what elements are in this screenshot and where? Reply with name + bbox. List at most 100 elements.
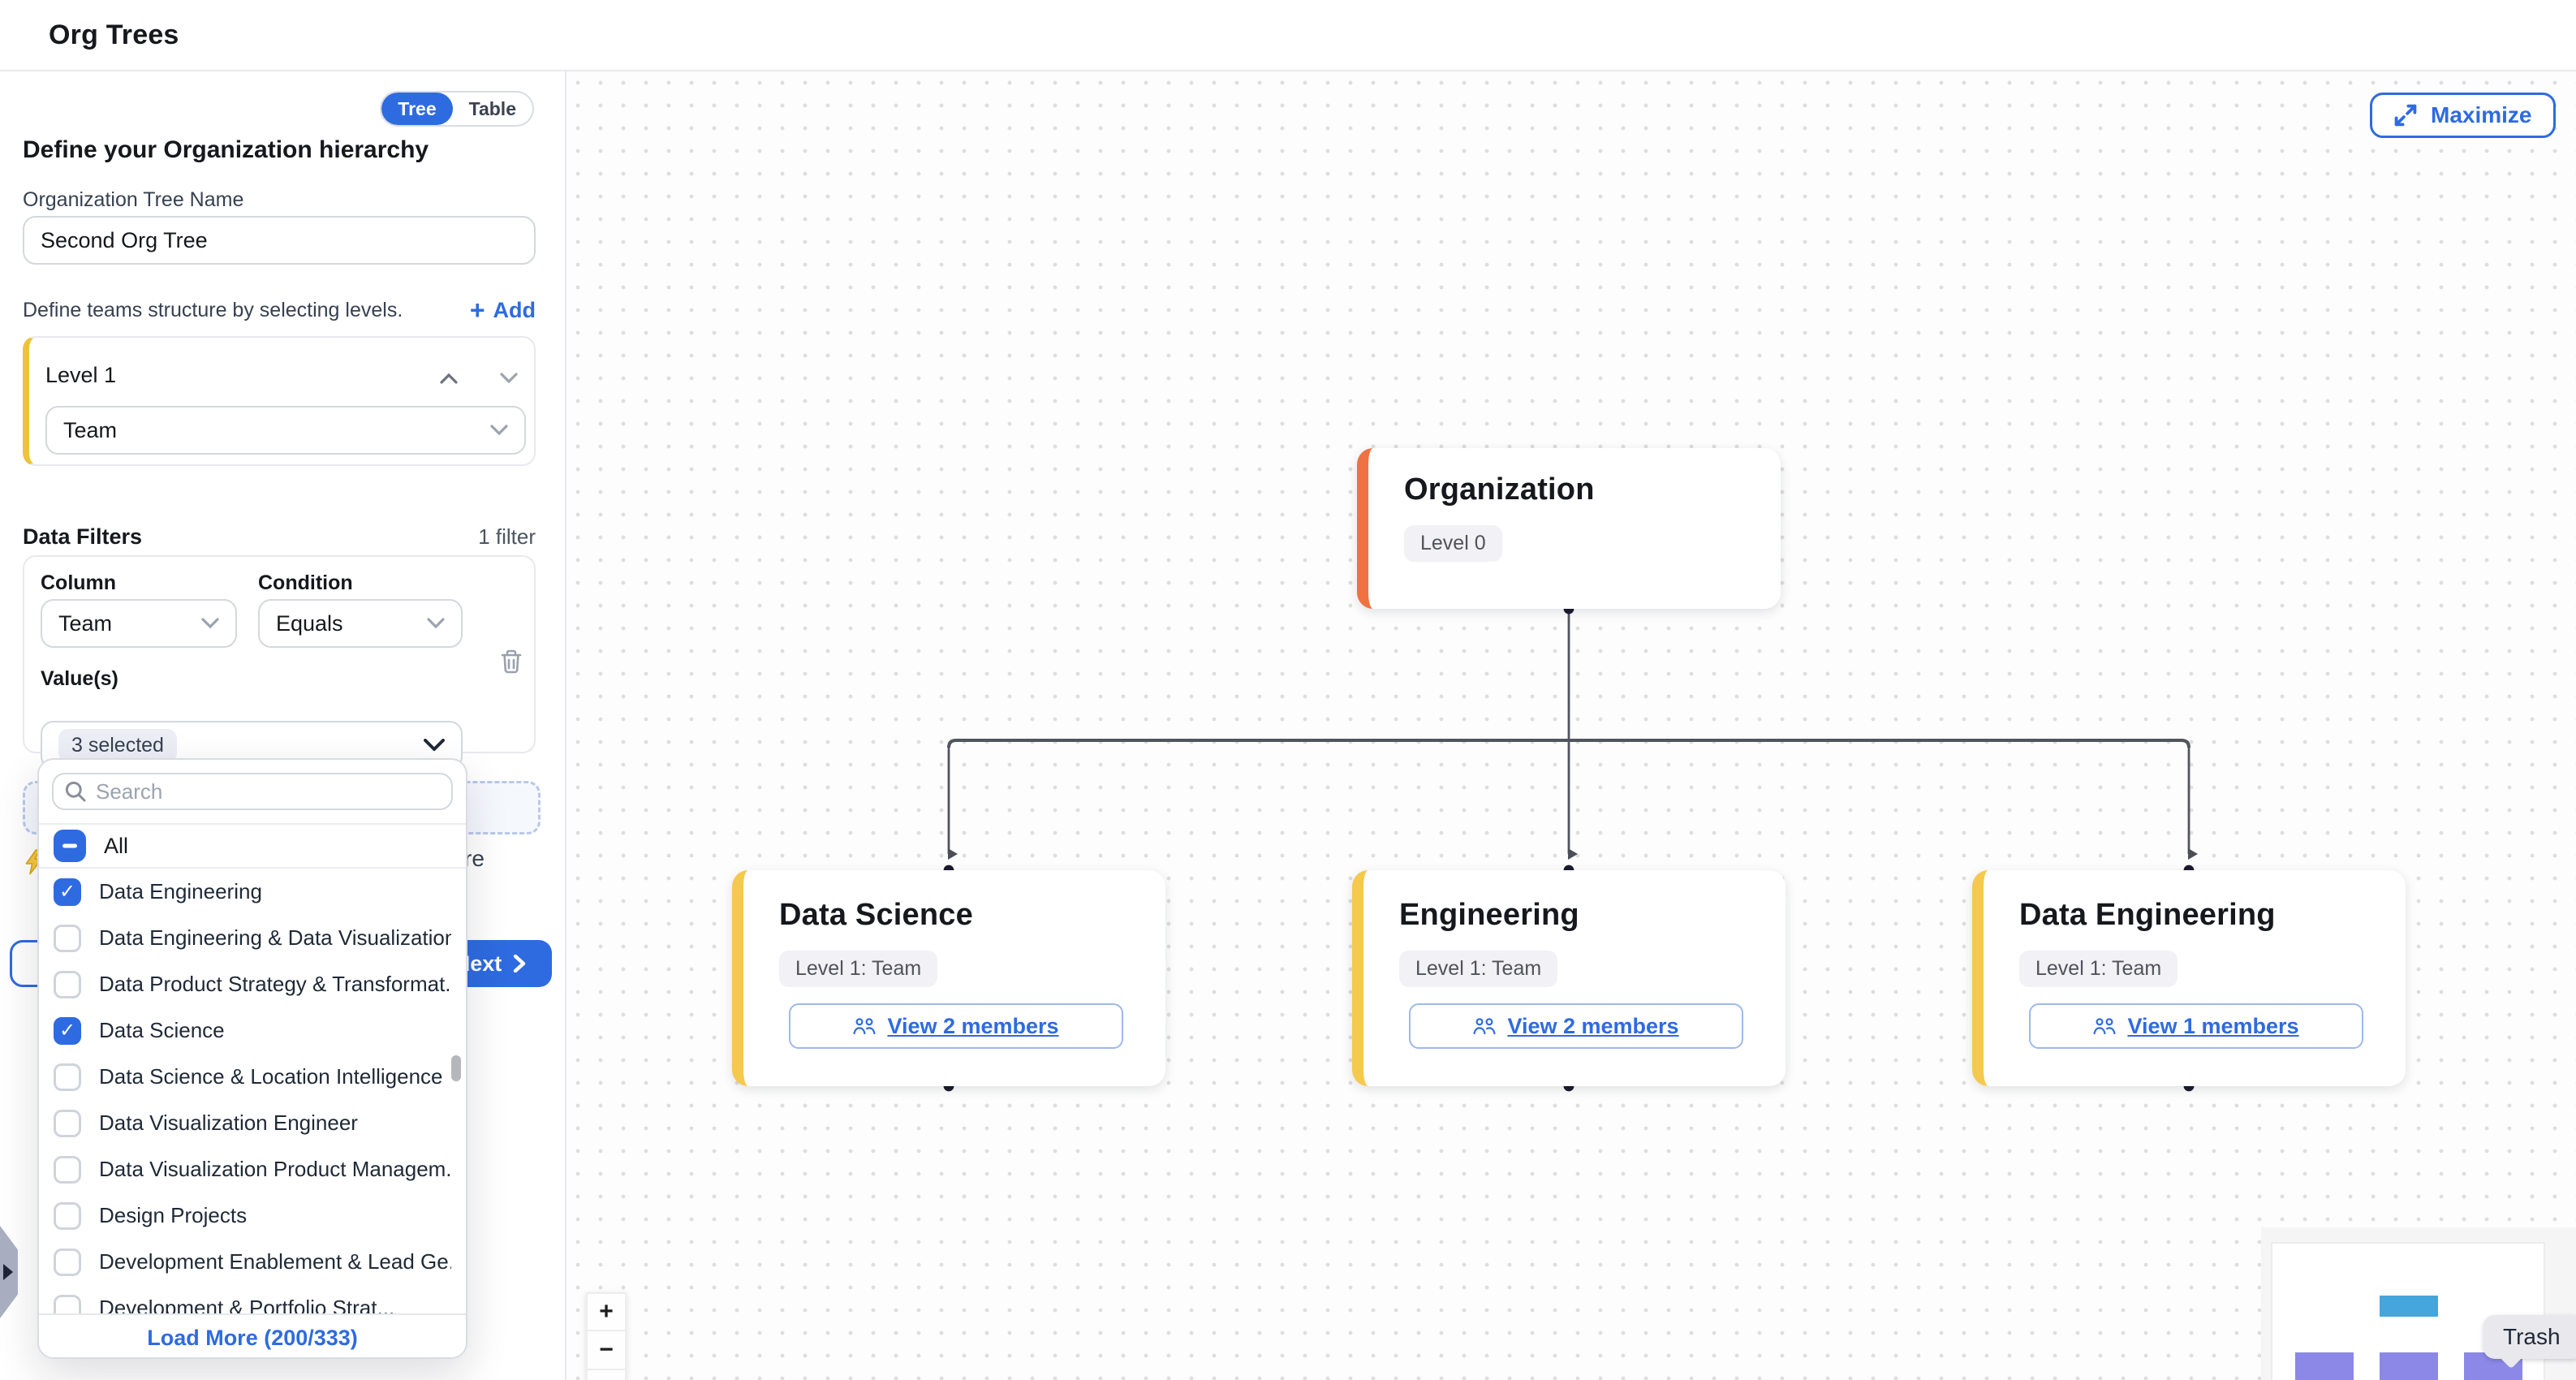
org-chart-canvas[interactable]: Organization Level 0 Data Science Level … xyxy=(566,71,2576,1380)
maximize-button[interactable]: Maximize xyxy=(2370,93,2556,138)
minimap-root-node xyxy=(2380,1296,2438,1317)
dropdown-search[interactable] xyxy=(52,773,453,810)
minimap[interactable] xyxy=(2261,1227,2576,1380)
trash-tooltip: Trash xyxy=(2483,1315,2576,1369)
app-header: Org Trees xyxy=(0,0,2576,71)
expand-icon xyxy=(2393,103,2418,127)
node-title: Engineering xyxy=(1399,898,1579,932)
filter-option-row[interactable]: Data Science xyxy=(39,1007,466,1054)
org-node-root[interactable]: Organization Level 0 xyxy=(1357,448,1781,609)
values-label: Value(s) xyxy=(41,667,118,690)
filter-option-row[interactable]: Data Visualization Engineer xyxy=(39,1100,466,1146)
option-checkbox[interactable] xyxy=(54,1016,81,1045)
delete-filter-button[interactable] xyxy=(498,648,524,675)
members-icon xyxy=(853,1016,876,1036)
tree-name-input[interactable] xyxy=(23,216,536,265)
filter-count: 1 filter xyxy=(478,524,536,549)
select-all-label: All xyxy=(104,833,129,858)
select-all-row[interactable]: All xyxy=(39,825,466,869)
filter-column-select[interactable]: Team xyxy=(41,599,237,648)
search-input[interactable] xyxy=(96,778,440,804)
selected-count-chip: 3 selected xyxy=(58,728,177,762)
select-all-checkbox[interactable] xyxy=(54,830,86,862)
members-icon xyxy=(2093,1016,2116,1036)
config-panel: Tree Table Define your Organization hier… xyxy=(0,71,566,1380)
filter-card: Column Condition Team Equals Value(s) xyxy=(23,555,536,770)
filter-option-row[interactable]: Development Enablement & Lead Ge... xyxy=(39,1239,466,1285)
filter-option-row[interactable]: Data Engineering & Data Visualization xyxy=(39,915,466,961)
org-node-data-science[interactable]: Data Science Level 1: Team View 2 member… xyxy=(732,870,1165,1086)
filter-option-row[interactable]: Development & Portfolio Strat... xyxy=(39,1285,466,1313)
option-checkbox[interactable] xyxy=(54,924,81,952)
page-title: Org Trees xyxy=(49,19,179,50)
level-badge: Level 0 xyxy=(1404,525,1502,562)
members-icon xyxy=(1473,1016,1496,1036)
filter-condition-select[interactable]: Equals xyxy=(258,599,463,648)
filter-option-row[interactable]: Data Visualization Product Managem... xyxy=(39,1146,466,1192)
org-node-data-engineering[interactable]: Data Engineering Level 1: Team View 1 me… xyxy=(1972,870,2406,1086)
option-label: Data Engineering xyxy=(99,879,262,903)
toggle-tree[interactable]: Tree xyxy=(381,93,453,125)
minimap-child-node xyxy=(2380,1352,2438,1380)
zoom-out-button[interactable]: − xyxy=(586,1331,627,1370)
add-level-button[interactable]: + Add xyxy=(469,295,536,325)
load-more-link[interactable]: Load More (200/333) xyxy=(147,1325,358,1350)
level-badge: Level 1: Team xyxy=(1399,951,1558,987)
toggle-table[interactable]: Table xyxy=(468,97,516,119)
option-checkbox[interactable] xyxy=(54,970,81,998)
filter-option-row[interactable]: Data Engineering xyxy=(39,869,466,915)
level-badge: Level 1: Team xyxy=(779,951,938,987)
scrollbar-thumb[interactable] xyxy=(451,1055,461,1081)
view-members-button[interactable]: View 1 members xyxy=(2029,1003,2363,1049)
filter-option-row[interactable]: Data Product Strategy & Transformat... xyxy=(39,961,466,1007)
dropdown-footer: Load More (200/333) xyxy=(39,1313,466,1357)
node-title: Data Engineering xyxy=(2019,898,2276,932)
org-node-engineering[interactable]: Engineering Level 1: Team View 2 members xyxy=(1352,870,1786,1086)
node-title: Organization xyxy=(1404,472,1595,507)
minimap-child-node xyxy=(2295,1352,2354,1380)
options-list: Data Engineering Data Engineering & Data… xyxy=(39,869,466,1313)
tree-edges xyxy=(943,603,2198,1092)
chevron-down-icon[interactable] xyxy=(500,360,518,390)
option-label: Data Engineering & Data Visualization xyxy=(99,925,451,950)
view-toggle[interactable]: Tree Table xyxy=(380,91,534,127)
filter-option-row[interactable]: Data Science & Location Intelligence xyxy=(39,1054,466,1100)
option-label: Development Enablement & Lead Ge... xyxy=(99,1249,451,1274)
option-checkbox[interactable] xyxy=(54,1155,81,1184)
filter-option-row[interactable]: Design Projects xyxy=(39,1192,466,1239)
search-icon xyxy=(65,781,86,802)
option-label: Data Visualization Product Managem... xyxy=(99,1157,451,1181)
option-checkbox[interactable] xyxy=(54,1109,81,1137)
option-label: Development & Portfolio Strat... xyxy=(99,1296,395,1313)
option-checkbox[interactable] xyxy=(54,1063,81,1091)
zoom-in-button[interactable]: + xyxy=(586,1292,627,1331)
panel-heading: Define your Organization hierarchy xyxy=(23,136,429,163)
caret-right-icon xyxy=(3,1264,13,1280)
option-checkbox[interactable] xyxy=(54,878,81,906)
panel-expand-tab[interactable] xyxy=(0,1226,18,1318)
data-filters-title: Data Filters xyxy=(23,524,143,549)
chevron-right-icon xyxy=(513,955,526,972)
tree-name-label: Organization Tree Name xyxy=(23,188,244,211)
view-members-button[interactable]: View 2 members xyxy=(789,1003,1123,1049)
option-checkbox[interactable] xyxy=(54,1248,81,1276)
chevron-up-icon[interactable] xyxy=(440,360,458,390)
fit-view-button[interactable] xyxy=(586,1370,627,1380)
levels-hint: Define teams structure by selecting leve… xyxy=(23,298,403,321)
option-checkbox[interactable] xyxy=(54,1294,81,1313)
hint-text-fragment: re xyxy=(464,846,485,871)
option-label: Data Product Strategy & Transformat... xyxy=(99,972,451,996)
view-members-button[interactable]: View 2 members xyxy=(1409,1003,1743,1049)
node-title: Data Science xyxy=(779,898,973,932)
option-label: Data Science xyxy=(99,1018,225,1042)
trash-icon xyxy=(498,648,524,675)
option-checkbox[interactable] xyxy=(54,1201,81,1230)
option-label: Data Science & Location Intelligence xyxy=(99,1064,443,1089)
level-type-select[interactable]: Team xyxy=(45,406,526,455)
zoom-controls: + − xyxy=(586,1292,627,1380)
level-title: Level 1 xyxy=(45,363,117,387)
minimap-viewport xyxy=(2271,1242,2545,1380)
option-label: Design Projects xyxy=(99,1203,248,1227)
condition-label: Condition xyxy=(258,571,353,594)
plus-icon: + xyxy=(469,295,485,325)
